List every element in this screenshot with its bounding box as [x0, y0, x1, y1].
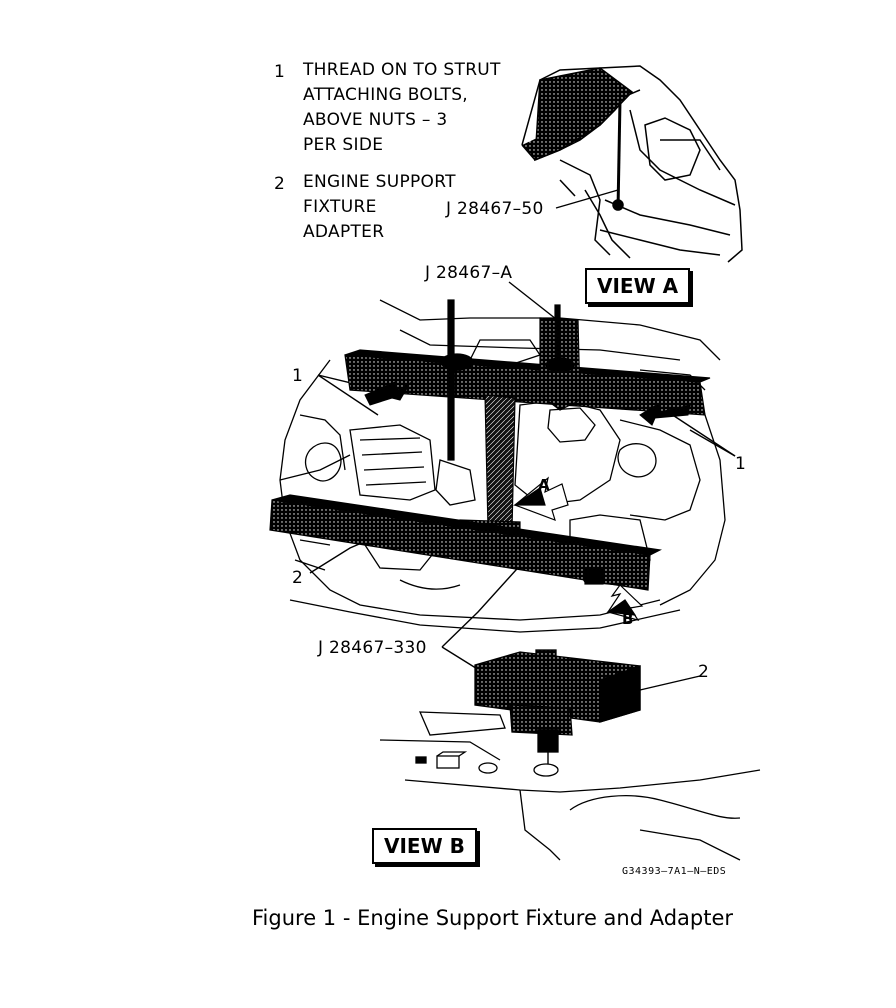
legend-item1-line2: ATTACHING BOLTS,: [303, 85, 469, 105]
callout-2-rail: 2: [292, 568, 304, 588]
fixture-adapter-rail: [269, 494, 662, 591]
legend-item1-line3: ABOVE NUTS – 3: [303, 110, 448, 130]
legend-item2-number: 2: [274, 174, 286, 194]
callout-2-adapter: 2: [698, 662, 710, 682]
view-a-label: VIEW A: [585, 268, 691, 304]
view-b-detail: [379, 649, 761, 861]
tool-label-j28467-50: J 28467–50: [446, 199, 544, 219]
drawing-code: G34393–7A1–N–EDS: [622, 866, 727, 877]
callout-1-right: 1: [735, 454, 747, 474]
tool-label-j28467-a: J 28467–A: [425, 263, 513, 283]
legend-item1-number: 1: [274, 62, 286, 82]
legend-item2-line1: ENGINE SUPPORT: [303, 172, 456, 192]
callout-1-left: 1: [292, 366, 304, 386]
view-a-detail: [521, 65, 743, 263]
strut-arrows: [364, 381, 691, 426]
legend-item2-line3: ADAPTER: [303, 222, 385, 242]
legend-item1-line1: THREAD ON TO STRUT: [303, 60, 501, 80]
legend-item2-line2: FIXTURE: [303, 197, 377, 217]
figure-caption: Figure 1 - Engine Support Fixture and Ad…: [252, 906, 734, 930]
view-arrow-b-label: B: [622, 610, 634, 628]
view-arrow-a-label: A: [538, 476, 550, 494]
tool-label-j28467-330: J 28467–330: [318, 638, 427, 658]
view-b-label: VIEW B: [372, 828, 477, 864]
support-fixture-bar: [344, 299, 711, 546]
view-direction-arrows: [513, 476, 644, 621]
legend-item1-line4: PER SIDE: [303, 135, 384, 155]
